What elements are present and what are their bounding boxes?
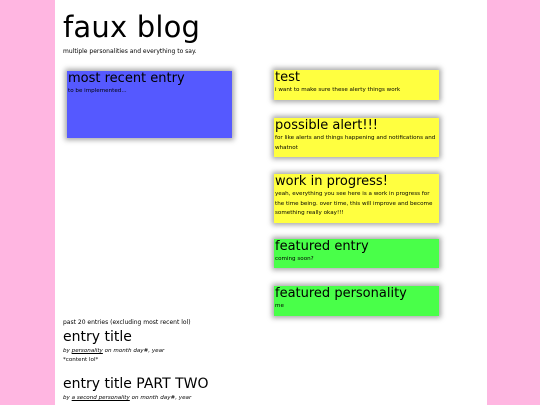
most-recent-entry-card[interactable]: most recent entry to be implemented... <box>67 71 232 138</box>
entry-content: *content lol* <box>63 357 99 363</box>
entry-date: on month day#, year <box>129 395 192 401</box>
entry-by: by <box>63 348 72 354</box>
site-title[interactable]: faux blog <box>63 10 201 44</box>
alert-card-possible-alert: possible alert!!! for like alerts and th… <box>274 118 439 157</box>
entry-title[interactable]: entry title <box>63 329 132 345</box>
entry-author-link[interactable]: a second personality <box>71 395 130 401</box>
featured-personality-title[interactable]: featured personality <box>275 286 407 301</box>
alert-title: work in progress! <box>275 174 388 189</box>
alert-title: possible alert!!! <box>275 118 379 133</box>
entry-by: by <box>63 395 72 401</box>
alert-card-test: test i want to make sure these alerty th… <box>274 70 439 100</box>
alert-body: yeah, everything you see here is a work … <box>275 191 433 216</box>
alert-body: i want to make sure these alerty things … <box>275 87 401 93</box>
entry-meta: by a second personality on month day#, y… <box>63 395 191 401</box>
featured-entry-body: coming soon? <box>275 256 314 262</box>
entry-title[interactable]: entry title PART TWO <box>63 376 209 392</box>
past-entries-label: past 20 entries (excluding most recent l… <box>63 319 191 326</box>
alert-card-work-in-progress: work in progress! yeah, everything you s… <box>274 174 439 223</box>
most-recent-entry-title[interactable]: most recent entry <box>68 71 185 86</box>
page-container: faux blog multiple personalities and eve… <box>55 0 487 405</box>
entry-meta: by personality on month day#, year <box>63 348 164 354</box>
alert-body: for like alerts and things happening and… <box>275 135 436 151</box>
site-tagline: multiple personalities and everything to… <box>63 48 197 55</box>
featured-personality-body: me <box>275 303 284 309</box>
featured-personality-card[interactable]: featured personality me <box>274 286 439 316</box>
featured-entry-title[interactable]: featured entry <box>275 239 369 254</box>
featured-entry-card[interactable]: featured entry coming soon? <box>274 239 439 268</box>
entry-author-link[interactable]: personality <box>71 348 103 354</box>
entry-date: on month day#, year <box>102 348 165 354</box>
most-recent-entry-body: to be implemented... <box>68 88 127 94</box>
alert-title: test <box>275 70 300 85</box>
